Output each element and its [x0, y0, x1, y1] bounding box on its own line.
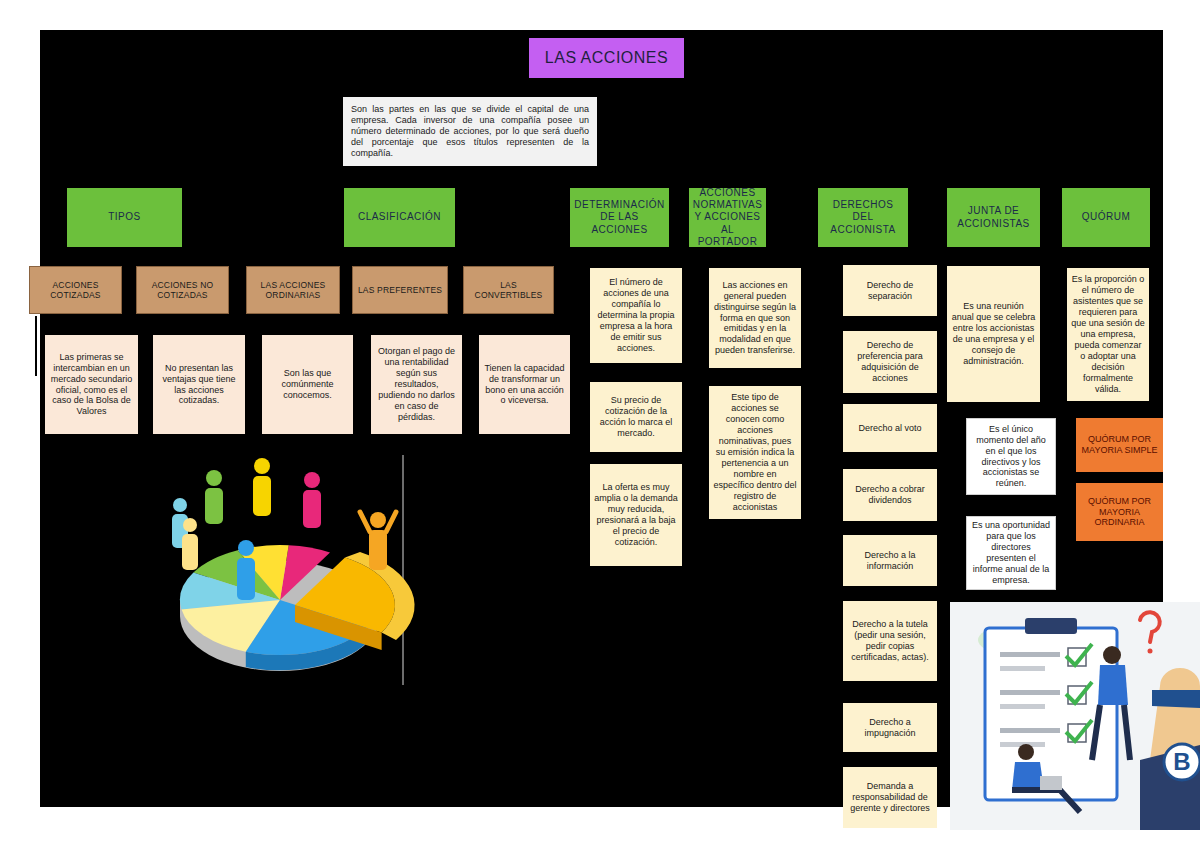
definition-box: Son las partes en las que se divide el c… — [343, 97, 597, 166]
clipboard-illustration — [950, 602, 1200, 830]
right-box: Derecho de preferencia para adquisición … — [843, 331, 937, 393]
description-box: Su precio de cotización de la acción lo … — [590, 382, 682, 452]
node-text: TIPOS — [108, 211, 141, 223]
node-text: QUÓRUM POR MAYORIA ORDINARIA — [1080, 496, 1159, 529]
description-box: No presentan las ventajas que tiene las … — [153, 335, 245, 434]
description-box: Otorgan el pago de una rentabilidad segú… — [371, 335, 462, 434]
node-text: ACCIONES NO COTIZADAS — [141, 280, 224, 301]
description-box: Las acciones en general pueden distingui… — [709, 268, 801, 368]
node-text: Es una oportunidad para que los director… — [971, 520, 1051, 586]
node-text: Otorgan el pago de una rentabilidad segú… — [375, 346, 458, 423]
node-text: Su precio de cotización de la acción lo … — [594, 395, 678, 439]
node-text: Son las partes en las que se divide el c… — [351, 104, 589, 159]
right-box: Derecho al voto — [843, 404, 937, 452]
description-box: Es una reunión anual que se celebra entr… — [947, 266, 1040, 402]
node-text: QUÓRUM POR MAYORIA SIMPLE — [1080, 434, 1159, 456]
quorum-type-box: QUÓRUM POR MAYORIA ORDINARIA — [1076, 483, 1163, 541]
type-box: LAS CONVERTIBLES — [463, 266, 554, 314]
category-header: QUÓRUM — [1062, 188, 1150, 247]
node-text: DETERMINACIÓN DE LAS ACCIONES — [574, 199, 664, 236]
right-box: Derecho a la información — [843, 535, 937, 586]
description-box: Es la proporción o el número de asistent… — [1067, 268, 1149, 401]
node-text: Es una reunión anual que se celebra entr… — [951, 301, 1036, 367]
node-text: Derecho a impugnación — [847, 717, 933, 739]
node-text: La oferta es muy amplia o la demanda muy… — [594, 482, 678, 548]
node-text: Derecho al voto — [858, 423, 921, 434]
node-text: JUNTA DE ACCIONISTAS — [953, 205, 1034, 229]
node-text: CLASIFICACIÓN — [358, 211, 441, 223]
type-box: LAS PREFERENTES — [352, 266, 448, 314]
node-text: Derecho a cobrar dividendos — [847, 484, 933, 506]
right-box: Derecho a impugnación — [843, 703, 937, 752]
title-box: LAS ACCIONES — [529, 38, 684, 78]
node-text: Derecho a la información — [847, 550, 933, 572]
type-box: ACCIONES COTIZADAS — [29, 266, 122, 314]
node-text: ACCIONES NORMATIVAS Y ACCIONES AL PORTAD… — [693, 187, 763, 248]
node-text: Demanda a responsabilidad de gerente y d… — [847, 781, 933, 814]
type-box: ACCIONES NO COTIZADAS — [136, 266, 229, 314]
node-text: Derecho de preferencia para adquisición … — [847, 340, 933, 384]
right-box: Derecho a la tutela (pedir una sesión, p… — [843, 601, 937, 681]
node-text: Las primeras se intercambian en un merca… — [49, 352, 134, 418]
pie-illustration — [172, 458, 415, 671]
right-box: Derecho a cobrar dividendos — [843, 469, 937, 521]
right-box: Derecho de separación — [843, 265, 937, 316]
node-text: LAS PREFERENTES — [358, 285, 442, 295]
right-box: Demanda a responsabilidad de gerente y d… — [843, 767, 937, 828]
node-text: ACCIONES COTIZADAS — [34, 280, 117, 301]
bracket-line — [35, 316, 37, 376]
category-header: DETERMINACIÓN DE LAS ACCIONES — [570, 188, 669, 247]
logo-letter: B — [1170, 750, 1194, 774]
description-box: Es una oportunidad para que los director… — [966, 516, 1056, 590]
description-box: Las primeras se intercambian en un merca… — [45, 335, 138, 434]
node-text: LAS CONVERTIBLES — [468, 280, 549, 301]
category-header: TIPOS — [67, 188, 182, 247]
category-header: CLASIFICACIÓN — [344, 188, 455, 247]
node-text: DERECHOS DEL ACCIONISTA — [824, 199, 902, 236]
node-text: Son las que comúnmente conocemos. — [266, 368, 349, 401]
node-text: Derecho a la tutela (pedir una sesión, p… — [847, 619, 933, 663]
node-text: LAS ACCIONES ORDINARIAS — [251, 280, 335, 301]
divider-line — [403, 455, 404, 685]
black-panel — [40, 30, 1163, 807]
node-text: QUÓRUM — [1082, 211, 1131, 223]
description-box: Es el único momento del año en el que lo… — [966, 418, 1056, 495]
node-text: Las acciones en general pueden distingui… — [713, 280, 797, 357]
description-box: La oferta es muy amplia o la demanda muy… — [590, 464, 682, 566]
node-text: No presentan las ventajas que tiene las … — [157, 363, 241, 407]
node-text: Es la proporción o el número de asistent… — [1071, 274, 1145, 395]
category-header: ACCIONES NORMATIVAS Y ACCIONES AL PORTAD… — [689, 188, 766, 247]
quorum-type-box: QUÓRUM POR MAYORIA SIMPLE — [1076, 418, 1163, 472]
node-text: Tienen la capacidad de transformar un bo… — [483, 363, 566, 407]
description-box: Son las que comúnmente conocemos. — [262, 335, 353, 434]
type-box: LAS ACCIONES ORDINARIAS — [246, 266, 340, 314]
description-box: Tienen la capacidad de transformar un bo… — [479, 335, 570, 434]
description-box: El número de acciones de una compañía lo… — [590, 268, 682, 363]
category-header: JUNTA DE ACCIONISTAS — [947, 188, 1040, 247]
node-text: Es el único momento del año en el que lo… — [971, 424, 1051, 490]
node-text: Derecho de separación — [847, 280, 933, 302]
node-text: El número de acciones de una compañía lo… — [594, 277, 678, 354]
description-box: Este tipo de acciones se conocen como ac… — [709, 386, 801, 519]
node-text: Este tipo de acciones se conocen como ac… — [713, 392, 797, 513]
title-text: LAS ACCIONES — [545, 49, 668, 67]
category-header: DERECHOS DEL ACCIONISTA — [818, 188, 908, 247]
